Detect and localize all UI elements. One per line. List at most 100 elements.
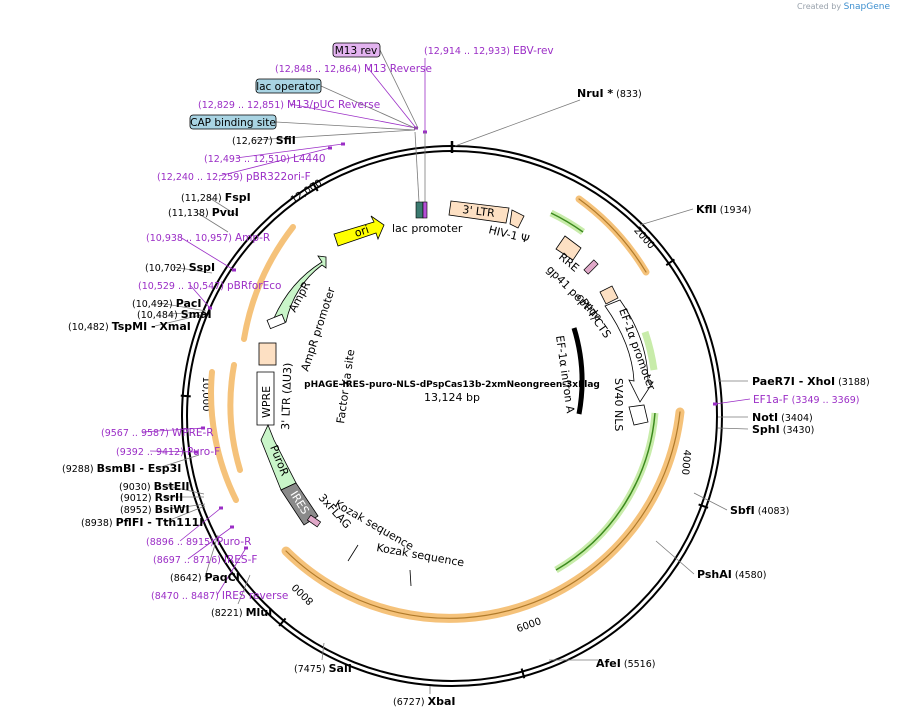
primer-label[interactable]: (9567 .. 9587) WPRE-R: [101, 427, 214, 439]
lac-operator-label-box: [255, 78, 322, 94]
primer-mark: [232, 268, 236, 272]
feature-leader-line: [275, 121, 416, 131]
gp41-box: [583, 259, 599, 275]
primer-leader-line: [289, 103, 417, 129]
site-leader-line: [159, 302, 207, 312]
site-leader-line: [154, 313, 206, 327]
primer-leader-line: [367, 67, 417, 129]
restriction-site-label[interactable]: NruI * (833): [577, 87, 642, 100]
primer-label[interactable]: (8470 .. 8487) IRES reverse: [151, 590, 288, 602]
primer-leader-line: [141, 427, 204, 433]
lac-promoter-label: lac promoter: [392, 222, 463, 235]
puror-arrow: [260, 423, 297, 491]
kozak2-tick: [409, 569, 412, 587]
restriction-site-label[interactable]: SphI (3430): [752, 423, 814, 436]
feature-leader-line: [379, 49, 419, 129]
primer-mark: [328, 146, 332, 150]
restriction-site-label[interactable]: (9030) BstEII: [119, 480, 190, 493]
primer-mark: [230, 525, 234, 529]
restriction-site-label[interactable]: PshAI (4580): [697, 568, 766, 581]
kozak1-tick: [347, 544, 359, 562]
orf-arc-upper-left: [241, 224, 296, 342]
site-leader-line: [207, 196, 239, 217]
hiv-psi-box: [509, 209, 525, 229]
orf-arcs: [208, 195, 685, 623]
primer-label[interactable]: (12,914 .. 12,933) EBV-rev: [424, 45, 554, 57]
restriction-site-label[interactable]: (7475) SalI: [294, 662, 352, 675]
hiv-psi-label: HIV-1 Ψ: [487, 223, 531, 246]
primer-label[interactable]: (12,493 .. 12,510) L4440: [204, 153, 326, 165]
primer-leader-line: [189, 284, 211, 309]
primer-label[interactable]: (8896 .. 8915) Puro-R: [146, 536, 251, 548]
site-leader-line: [693, 492, 728, 511]
primer-label[interactable]: (12,240 .. 12,259) pBR322ori-F: [157, 171, 311, 183]
restriction-site-label[interactable]: (12,627) SfiI: [232, 134, 296, 147]
primer-mark: [219, 506, 223, 510]
plasmid-length: 13,124 bp: [424, 391, 480, 404]
m13-rev-label: M13 rev: [335, 45, 378, 57]
site-leader-line: [169, 503, 206, 510]
restriction-site-label[interactable]: (8221) MluI: [211, 606, 272, 619]
primer-label[interactable]: (9392 .. 9412) Puro-F: [116, 446, 220, 458]
restriction-site-label[interactable]: (8938) PflFI - Tth111I: [81, 516, 203, 529]
restriction-site-label[interactable]: (11,284) FspI: [181, 191, 251, 204]
primer-leader-line: [187, 526, 233, 560]
sv40-arrow: [628, 404, 649, 426]
restriction-site-label[interactable]: (10,484) SmaI: [137, 308, 212, 321]
ampr-arrow: [273, 255, 327, 323]
primer-label[interactable]: (10,938 .. 10,957) Amp-R: [146, 232, 270, 244]
primer-leader-line: [235, 143, 344, 159]
primer-label[interactable]: (12,848 .. 12,864) M13 Reverse: [275, 63, 432, 75]
restriction-site-label[interactable]: NotI (3404): [752, 411, 813, 424]
primer-label[interactable]: (12,829 .. 12,851) M13/pUC Reverse: [198, 99, 380, 111]
tick-mark: [180, 394, 191, 398]
restriction-site-label[interactable]: SbfI (4083): [730, 504, 789, 517]
restriction-site-label[interactable]: (6727) XbaI: [393, 695, 455, 708]
site-leader-line: [167, 485, 205, 495]
primer-leader-line: [179, 236, 235, 271]
site-leader-line: [172, 266, 213, 274]
restriction-site-label[interactable]: AfeI (5516): [596, 657, 655, 670]
tick-mark: [311, 181, 319, 192]
primer-label[interactable]: (10,529 .. 10,547) pBRforEco: [138, 280, 281, 292]
restriction-site-label[interactable]: (9012) RsrII: [120, 491, 183, 504]
leader-lines: [141, 49, 751, 694]
sv40-label: SV40 NLS: [612, 378, 625, 431]
lac-operator-label: lac operator: [256, 81, 320, 93]
restriction-site-label[interactable]: (8952) BsiWI: [120, 503, 190, 516]
tick-mark: [278, 617, 287, 627]
tick-mark: [665, 258, 676, 267]
restriction-site-label[interactable]: PaeR7I - XhoI (3188): [752, 375, 870, 388]
ori-arrow: [333, 215, 385, 247]
cap-binding-box: [189, 114, 277, 130]
promoter-arc-2: [641, 330, 658, 371]
site-leader-line: [639, 208, 694, 226]
restriction-site-label[interactable]: (11,138) PvuI: [168, 206, 239, 219]
ef1a-promoter-arrow: [604, 299, 654, 403]
restriction-site-label[interactable]: KflI (1934): [696, 203, 751, 216]
primer-leader-line: [218, 147, 331, 177]
wpre-label: WPRE: [260, 386, 273, 418]
ampr-promoter-box: [266, 313, 286, 330]
orf-arc-left-1: [208, 369, 239, 503]
promoter-arc-1-core: [550, 212, 584, 233]
kozak2-label: Kozak sequence: [375, 541, 465, 569]
restriction-site-label[interactable]: (10,482) TspMI - XmaI: [68, 320, 191, 333]
restriction-site-label[interactable]: (8642) PaqCI: [170, 571, 240, 584]
restriction-site-label[interactable]: (10,492) PacI: [132, 297, 202, 310]
m13-rev-box: [332, 42, 381, 58]
restriction-site-label[interactable]: (9288) BsmBI - Esp3I: [62, 462, 181, 475]
restriction-site-label[interactable]: (10,702) SspI: [145, 261, 215, 274]
primer-leader-line: [149, 450, 197, 453]
primer-label[interactable]: EF1a-F (3349 .. 3369): [753, 394, 860, 406]
primer-mark: [194, 450, 198, 454]
primer-label[interactable]: (8697 .. 8716) IRES-F: [153, 554, 257, 566]
site-leader-line: [253, 129, 416, 141]
orf-arc-main-core: [285, 411, 681, 619]
tick-label: 8000: [290, 581, 316, 607]
primer-leader-line: [216, 547, 247, 596]
lac-operator-box: [422, 201, 428, 219]
primer-mark: [414, 126, 418, 130]
primer-mark: [341, 142, 345, 146]
promoter-arcs: [549, 209, 659, 574]
